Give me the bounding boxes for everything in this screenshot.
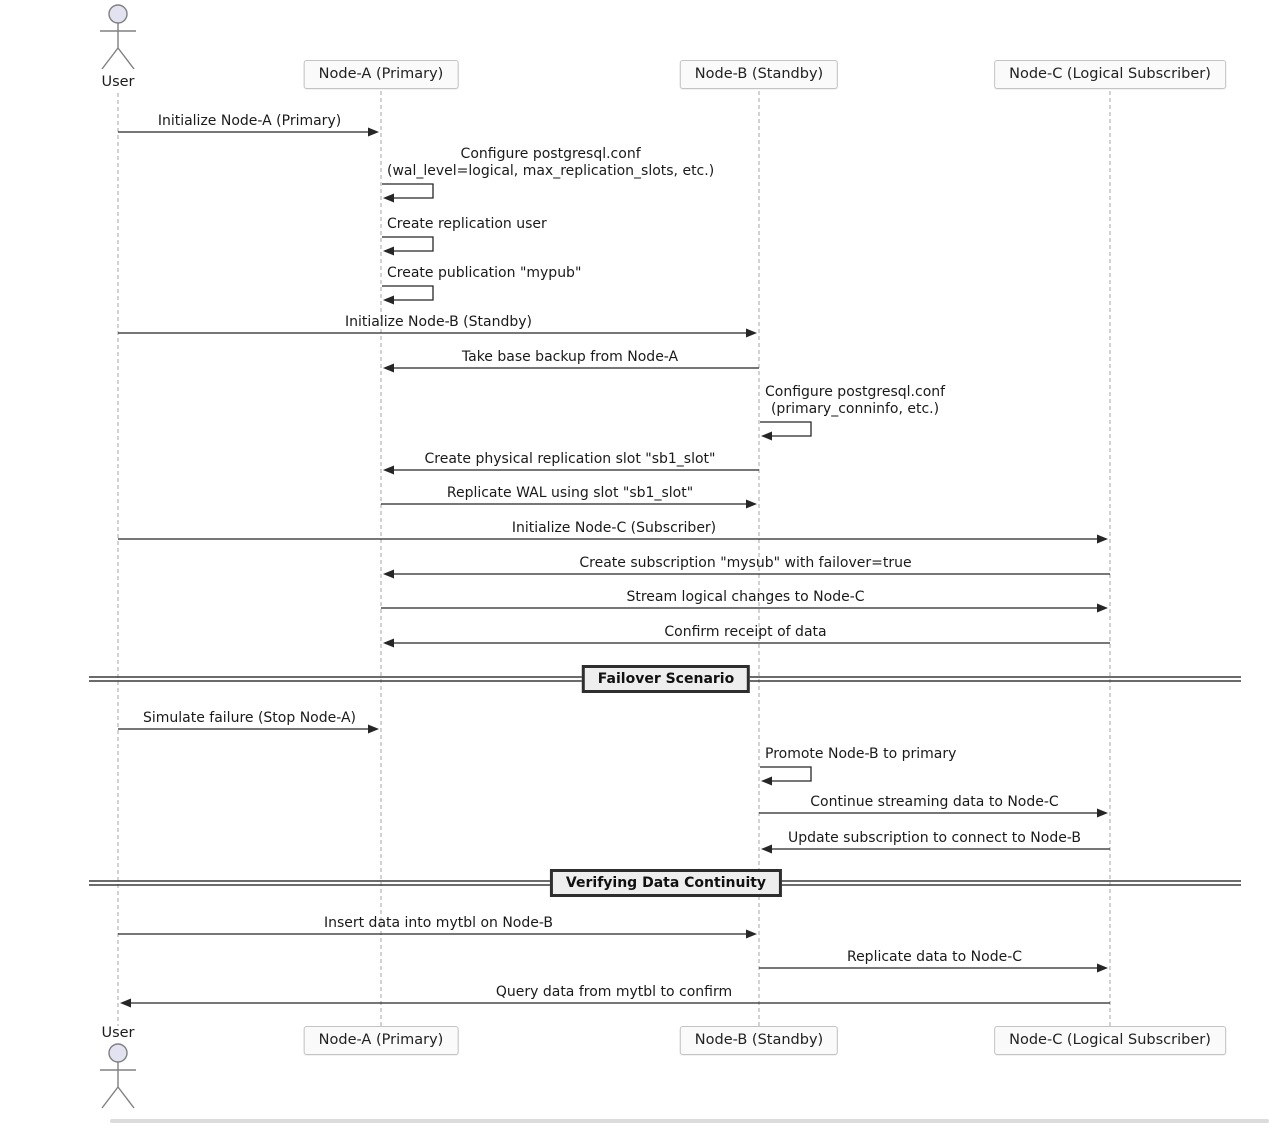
message-label: Insert data into mytbl on Node-B	[323, 915, 554, 931]
self-message-loop	[382, 285, 434, 301]
self-message-label-line1: Configure postgresql.conf	[765, 384, 946, 400]
self-message-arrowhead	[383, 246, 394, 256]
message-label: Stream logical changes to Node-C	[626, 589, 865, 605]
actor-user-label-bottom: User	[101, 1025, 135, 1041]
message-label: Create physical replication slot "sb1_sl…	[424, 451, 716, 467]
message-arrowhead	[368, 127, 379, 137]
message-label: Continue streaming data to Node-C	[810, 794, 1059, 810]
self-message-arrowhead	[761, 431, 772, 441]
user-actor-icon-bottom-leg-left	[101, 1086, 119, 1109]
self-message-loop	[760, 766, 812, 782]
self-message-label: Create replication user	[387, 216, 547, 233]
self-message-arrowhead	[761, 776, 772, 786]
message-arrowhead	[383, 638, 394, 648]
message-label: Confirm receipt of data	[664, 624, 827, 640]
self-message-label: Configure postgresql.conf(wal_level=logi…	[387, 146, 714, 180]
self-message-label-line1: Create publication "mypub"	[387, 265, 582, 281]
message-arrowhead	[1097, 534, 1108, 544]
message-arrowhead	[383, 569, 394, 579]
user-actor-icon-top-leg-left	[101, 47, 119, 70]
message-arrowhead	[761, 844, 772, 854]
self-message-label: Promote Node-B to primary	[765, 746, 956, 763]
message-arrowhead	[120, 998, 131, 1008]
message-label: Initialize Node-C (Subscriber)	[511, 520, 717, 536]
self-message-label-line1: Promote Node-B to primary	[765, 746, 957, 762]
message-label: Replicate WAL using slot "sb1_slot"	[446, 485, 694, 501]
message-arrowhead	[383, 363, 394, 373]
self-message-label-line1: Configure postgresql.conf	[460, 146, 641, 162]
self-message-arrowhead	[383, 193, 394, 203]
message-arrowhead	[746, 929, 757, 939]
message-label: Create subscription "mysub" with failove…	[579, 555, 912, 571]
message-arrowhead	[746, 328, 757, 338]
message-label: Query data from mytbl to confirm	[495, 984, 733, 1000]
message-label: Simulate failure (Stop Node-A)	[142, 710, 357, 726]
message-label: Initialize Node-A (Primary)	[157, 113, 342, 129]
self-message-label: Create publication "mypub"	[387, 265, 581, 282]
message-label: Replicate data to Node-C	[846, 949, 1023, 965]
message-label: Take base backup from Node-A	[461, 349, 679, 365]
self-message-label-line2: (wal_level=logical, max_replication_slot…	[387, 163, 715, 179]
message-label: Update subscription to connect to Node-B	[788, 830, 1081, 846]
message-arrowhead	[368, 724, 379, 734]
divider-label: Failover Scenario	[581, 665, 751, 693]
participant-box-node-b-bottom: Node-B (Standby)	[679, 1026, 839, 1055]
self-message-loop	[760, 421, 812, 437]
self-message-label: Configure postgresql.conf(primary_connin…	[765, 384, 945, 418]
user-actor-icon-bottom-leg-right	[117, 1086, 135, 1109]
participant-box-node-c-top: Node-C (Logical Subscriber)	[994, 60, 1226, 89]
message-label: Initialize Node-B (Standby)	[345, 314, 532, 330]
self-message-loop	[382, 236, 434, 252]
user-actor-icon-top-leg-right	[117, 47, 135, 70]
participant-box-node-a-top: Node-A (Primary)	[303, 60, 459, 89]
user-actor-icon-top-head	[108, 4, 128, 24]
divider-label: Verifying Data Continuity	[549, 869, 783, 897]
message-arrowhead	[746, 499, 757, 509]
window-bottom-edge	[110, 1119, 1269, 1123]
self-message-loop	[382, 183, 434, 199]
message-arrowhead	[1097, 963, 1108, 973]
actor-user-label-top: User	[101, 74, 135, 90]
message-arrowhead	[1097, 808, 1108, 818]
self-message-arrowhead	[383, 295, 394, 305]
self-message-label-line1: Create replication user	[387, 216, 547, 232]
user-actor-icon-bottom-head	[108, 1043, 128, 1063]
message-arrowhead	[1097, 603, 1108, 613]
participant-box-node-c-bottom: Node-C (Logical Subscriber)	[994, 1026, 1226, 1055]
self-message-label-line2: (primary_conninfo, etc.)	[770, 401, 940, 417]
message-arrowhead	[383, 465, 394, 475]
participant-box-node-b-top: Node-B (Standby)	[679, 60, 839, 89]
participant-box-node-a-bottom: Node-A (Primary)	[303, 1026, 459, 1055]
